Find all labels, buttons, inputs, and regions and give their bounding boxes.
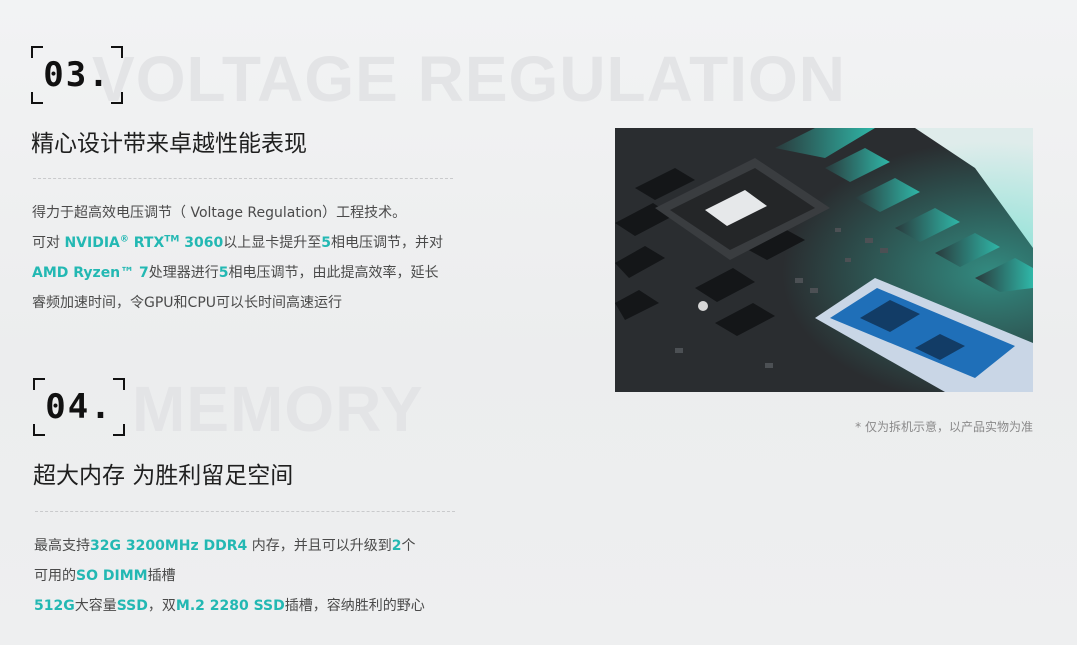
background-word: VOLTAGE REGULATION [92,43,846,115]
body-line: 可对 NVIDIA® RTXTM 3060以上显卡提升至5相电压调节，并对 [32,234,443,251]
body-line: 睿频加速时间，令GPU和CPU可以长时间高速运行 [32,295,343,311]
image-disclaimer: * 仅为拆机示意，以产品实物为准 [855,420,1033,434]
section-number: 03. [43,55,111,95]
section-voltage-regulation: VOLTAGE REGULATION 03. 精心设计带来卓越性能表现 得力于超… [0,0,845,330]
body-line: AMD Ryzen™ 7处理器进行5相电压调节，由此提高效率，延长 [32,265,439,281]
body-line: 最高支持32G 3200MHz DDR4 内存，并且可以升级到2个 [34,538,416,554]
body-line: 512G大容量SSD，双M.2 2280 SSD插槽，容纳胜利的野心 [34,598,425,614]
background-word: MEMORY [132,373,424,445]
motherboard-illustration [615,128,1033,392]
body-line: 得力于超高效电压调节（ Voltage Regulation）工程技术。 [32,205,407,221]
section-title: 超大内存 为胜利留足空间 [33,463,294,489]
section-number: 04. [45,387,113,427]
divider [35,511,455,512]
section-body: 得力于超高效电压调节（ Voltage Regulation）工程技术。 可对 … [32,198,443,318]
body-line: 可用的SO DIMM插槽 [34,568,176,584]
section-number-badge: 04. [33,378,125,436]
section-title: 精心设计带来卓越性能表现 [31,131,307,157]
section-memory: MEMORY 04. 超大内存 为胜利留足空间 最高支持32G 3200MHz … [0,330,560,645]
section-number-badge: 03. [31,46,123,104]
divider [33,178,453,179]
motherboard-image [615,128,1033,392]
section-body: 最高支持32G 3200MHz DDR4 内存，并且可以升级到2个 可用的SO … [34,531,425,621]
